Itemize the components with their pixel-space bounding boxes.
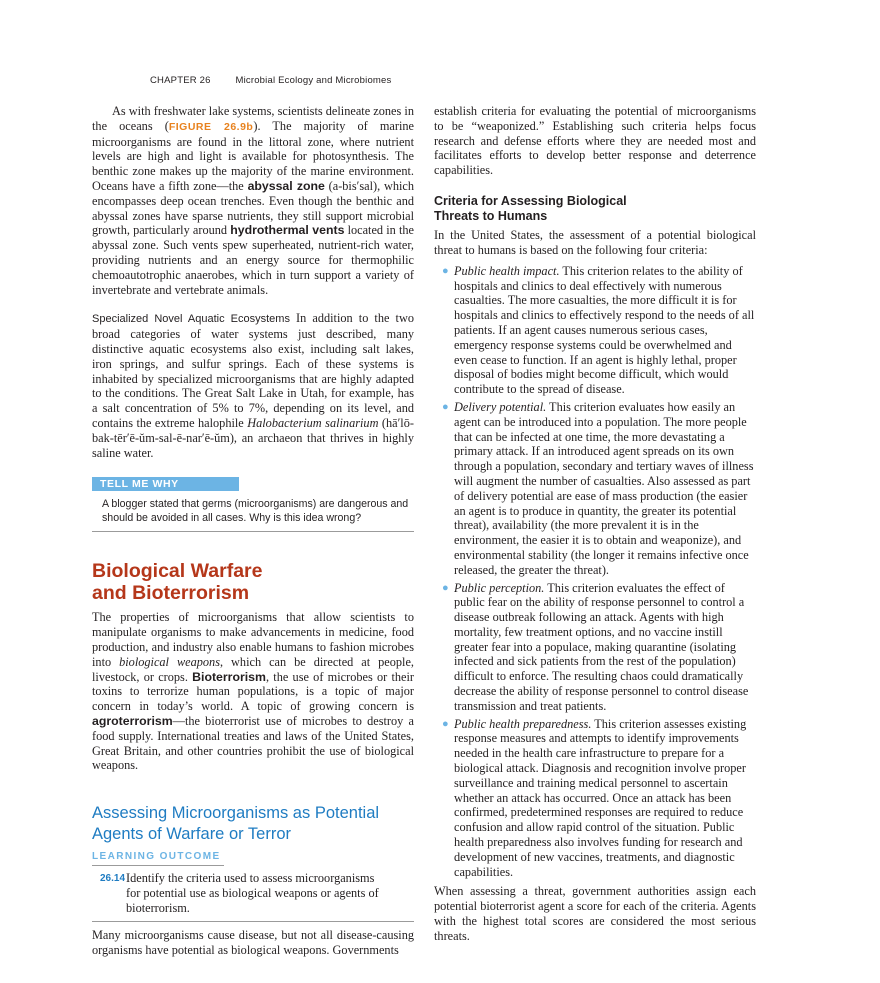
heading-line: Assessing Microorganisms as Potential [92,804,380,823]
tell-me-why-label: TELL ME WHY [92,477,239,492]
bullet-icon: ● [442,717,449,730]
bullet-icon: ● [442,264,449,277]
text-span: As with freshwater lake systems, scienti… [92,104,414,133]
divider [92,921,414,923]
criterion-title: Public perception. [454,580,545,595]
chapter-number: CHAPTER 26 [150,75,211,86]
criterion-text: This criterion relates to the ability of… [454,263,755,397]
list-item: ● Public health impact. This criterion re… [434,264,756,397]
key-term-abyssal-zone: abyssal zone [247,178,325,193]
criterion-text: This criterion evaluates the effect of p… [454,580,749,713]
tell-me-why-question: A blogger stated that germs (microorgani… [102,498,409,525]
heading-line: Threats to Humans [434,208,548,223]
text-span: , which can be directed at people, lives… [92,654,414,684]
list-item: ● Delivery potential. This criterion eval… [434,400,756,578]
key-term-agroterrorism: agroterrorism [92,713,173,728]
right-column: establish criteria for evaluating the po… [434,104,756,944]
heading-line: Criteria for Assessing Biological [434,193,627,208]
heading-line: Biological Warfare [92,560,263,583]
text-span: ). The majority of marine microorganisms… [92,118,414,193]
bullet-icon: ● [442,581,449,594]
tell-me-why-box: TELL ME WHY A blogger stated that germs … [92,474,414,533]
criteria-intro-paragraph: establish criteria for evaluating the po… [434,104,756,178]
learning-outcome-label: LEARNING OUTCOME [92,851,221,863]
disease-weapons-paragraph: Many microorganisms cause disease, but n… [92,928,414,958]
heading-line: Agents of Warfare or Terror [92,825,291,844]
criteria-list: ● Public health impact. This criterion re… [434,264,756,880]
text-span: In addition to the two broad categories … [92,311,414,430]
text-span: (hā′lō-bak-tēr′ē-ŭm-sal-ē-nar′ē-ŭm), an … [92,415,414,460]
key-term-bioterrorism: Bioterrorism [192,669,266,684]
italic-term: biological weapons [119,654,220,669]
species-name: Halobacterium salinarium [247,415,379,430]
text-span: located in the abyssal zone. Such vents … [92,223,414,297]
learning-outcome-item: 26.14 Identify the criteria used to asse… [100,871,414,915]
threat-scoring-paragraph: When assessing a threat, government auth… [434,884,756,943]
learning-outcome-rule [92,865,224,867]
list-item: ● Public health preparedness. This criter… [434,717,756,880]
ocean-zones-paragraph: As with freshwater lake systems, scienti… [92,104,414,297]
list-item: ● Public perception. This criterion evalu… [434,581,756,714]
learning-outcome-number: 26.14 [100,873,126,885]
key-term-hydrothermal-vents: hydrothermal vents [230,223,345,238]
criterion-text: This criterion assesses existing respons… [454,716,747,879]
criterion-text: This criterion evaluates how easily an a… [454,399,754,577]
text-span: , the use of microbes or their toxins to… [92,669,414,714]
text-span: —the bioterrorist use of microbes to des… [92,713,414,773]
runin-heading: Specialized Novel Aquatic Ecosystems [92,313,290,326]
chapter-title: Microbial Ecology and Microbiomes [235,75,392,86]
criterion-title: Public health impact. [454,263,560,278]
learning-outcome-text: Identify the criteria used to assess mic… [126,871,379,915]
criterion-title: Delivery potential. [454,399,547,414]
left-column: As with freshwater lake systems, scienti… [92,104,414,958]
bioterrorism-paragraph: The properties of microorganisms that al… [92,610,414,773]
heading-line: and Bioterrorism [92,582,250,605]
figure-reference-link[interactable]: FIGURE 26.9b [168,120,254,133]
running-head: CHAPTER 26 Microbial Ecology and Microbi… [150,75,391,86]
text-span: The properties of microorganisms that al… [92,610,414,669]
text-span: (a-bis′sal), which encompasses deep ocea… [92,178,415,238]
specialized-ecosystems-paragraph: Specialized Novel Aquatic Ecosystems In … [92,311,414,460]
bullet-icon: ● [442,400,449,413]
criterion-title: Public health preparedness. [454,716,592,731]
criteria-lead-paragraph: In the United States, the assessment of … [434,228,756,257]
